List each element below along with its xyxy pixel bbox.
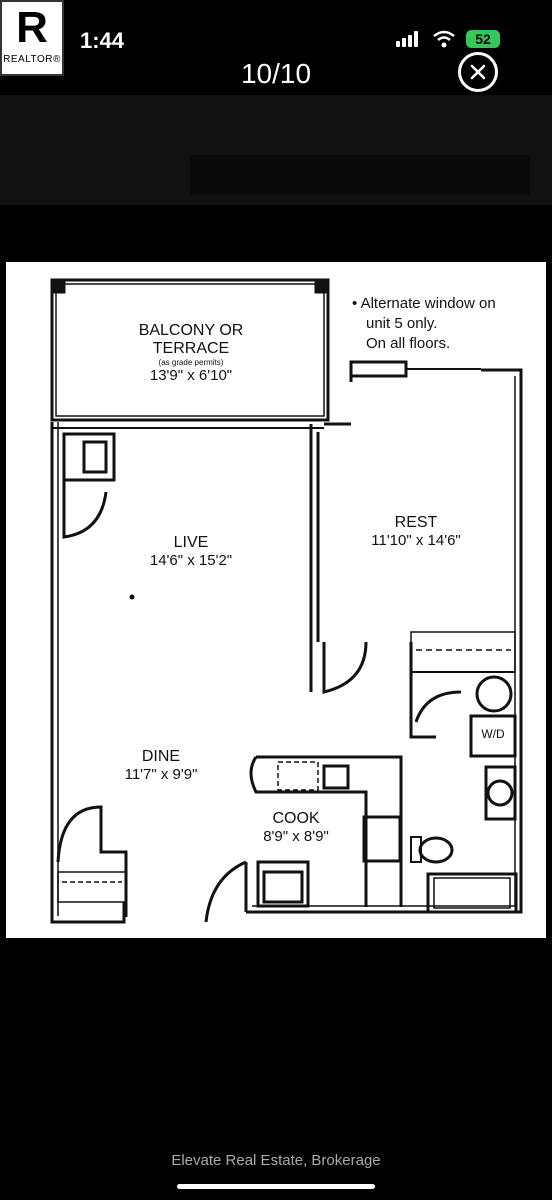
photo-counter: 10/10 (240, 58, 312, 89)
background-header-strip (0, 95, 552, 205)
logo-text: REALTOR® (3, 54, 61, 65)
rest-dimensions: 11'10" x 14'6" (371, 532, 461, 549)
wifi-icon (433, 30, 455, 48)
battery-level: 52 (475, 31, 491, 47)
balcony-dimensions: 13'9" x 6'10" (149, 367, 233, 384)
rest-label: REST 11'10" x 14'6" (336, 514, 496, 549)
plan-note: • Alternate window on unit 5 only. On al… (352, 294, 496, 354)
live-dimensions: 14'6" x 15'2" (149, 552, 233, 569)
floor-plan-drawing (50, 278, 523, 924)
rest-title: REST (394, 514, 438, 531)
live-title: LIVE (173, 534, 209, 551)
plan-note-line-3: On all floors. (366, 335, 451, 352)
plan-note-line-1: • Alternate window on (352, 295, 496, 312)
signal-icon (396, 31, 422, 47)
cook-label: COOK 8'9" x 8'9" (246, 810, 346, 845)
balcony-note: (as grade permits) (158, 358, 224, 367)
brokerage-credit: Elevate Real Estate, Brokerage (171, 1152, 381, 1169)
cook-dimensions: 8'9" x 8'9" (263, 828, 329, 845)
balcony-label: BALCONY OR TERRACE (as grade permits) 13… (106, 322, 276, 384)
cook-title: COOK (272, 810, 320, 827)
logo-letter: R (16, 3, 48, 52)
home-indicator[interactable] (177, 1184, 375, 1189)
live-label: LIVE 14'6" x 15'2" (106, 534, 276, 569)
status-bar: R REALTOR® 1:44 52 (0, 0, 552, 76)
battery-indicator: 52 (466, 30, 500, 48)
close-button[interactable] (458, 52, 498, 92)
dine-label: DINE 11'7" x 9'9" (86, 748, 236, 783)
close-icon (470, 64, 486, 80)
realtor-logo: R REALTOR® (0, 0, 64, 76)
status-icons: 52 (396, 30, 500, 48)
floor-plan-image[interactable]: • Alternate window on unit 5 only. On al… (6, 262, 546, 938)
balcony-title-2: TERRACE (152, 340, 230, 357)
washer-dryer-label: W/D (481, 727, 505, 741)
dine-dimensions: 11'7" x 9'9" (124, 766, 198, 783)
dine-title: DINE (141, 748, 181, 765)
clock: 1:44 (80, 28, 125, 53)
plan-note-line-2: unit 5 only. (366, 315, 438, 332)
balcony-title-1: BALCONY OR (138, 322, 244, 339)
